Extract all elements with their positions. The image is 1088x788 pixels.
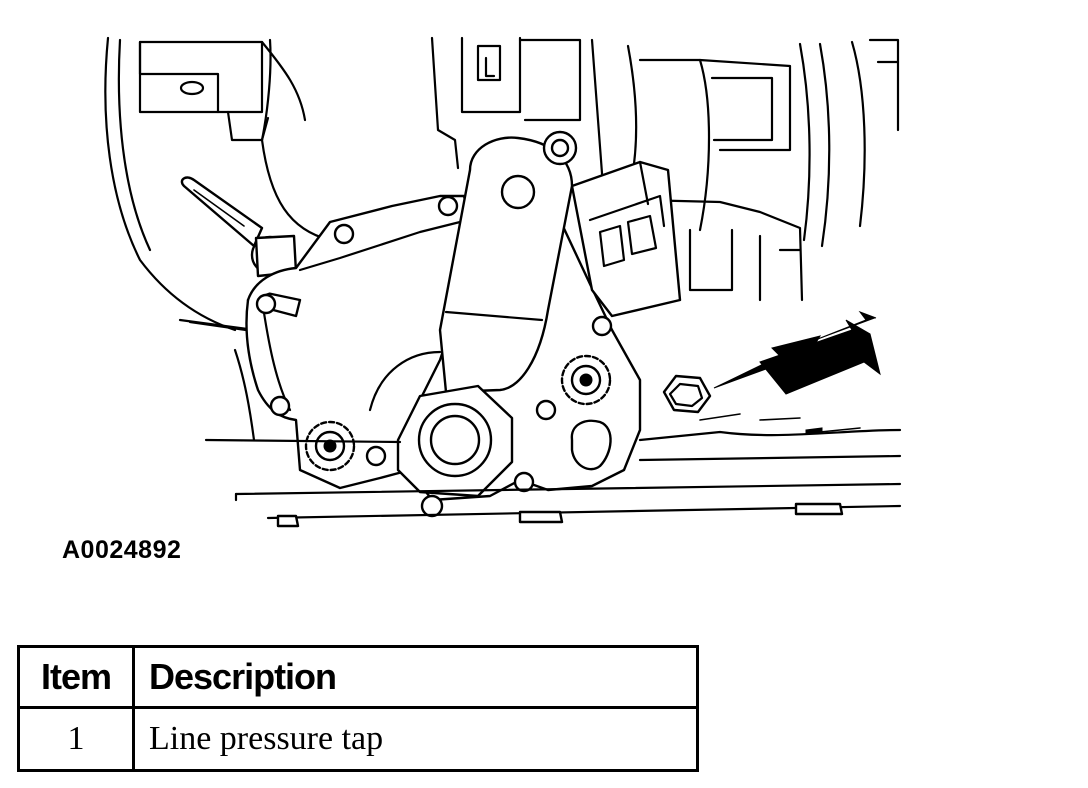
legend-header-description: Description (132, 645, 699, 709)
legend-header-row: Item Description (17, 645, 699, 709)
transmission-range-sensor-illustration (104, 36, 902, 528)
legend-cell-item: 1 (17, 706, 135, 772)
callout-arrow (713, 310, 881, 395)
legend-header-item: Item (17, 645, 135, 709)
legend-table: Item Description 1 Line pressure tap (17, 645, 699, 772)
transmission-case-right (430, 36, 900, 302)
transmission-case-left (104, 36, 332, 442)
sensor-gears (304, 354, 612, 472)
figure-id: A0024892 (62, 536, 182, 564)
oil-pan-rail (188, 320, 902, 528)
line-pressure-tap-plug (662, 374, 712, 414)
legend-cell-description: Line pressure tap (132, 706, 699, 772)
shift-lever-tab (180, 176, 302, 318)
table-row: 1 Line pressure tap (17, 706, 699, 772)
manual-lever-arm (368, 130, 578, 498)
